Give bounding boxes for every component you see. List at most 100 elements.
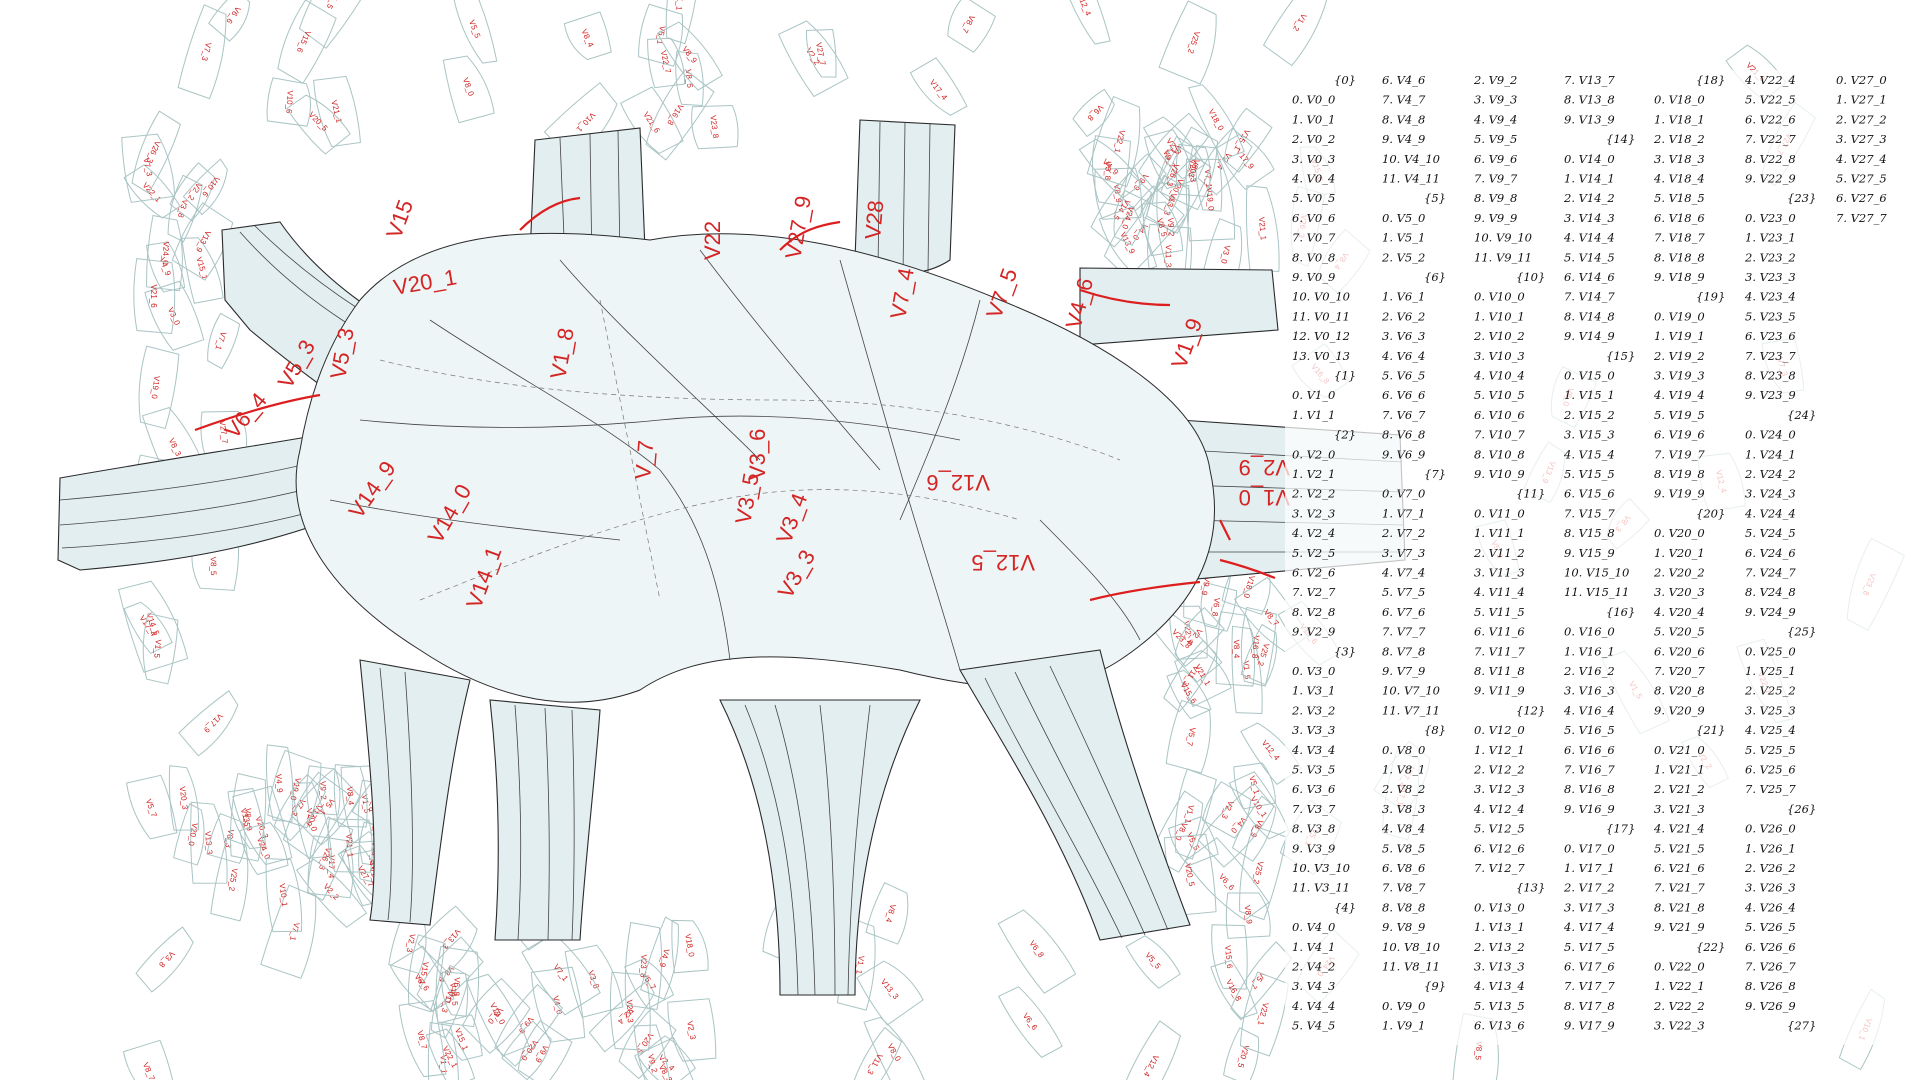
legend-item: 5. V8_5 — [1382, 841, 1425, 855]
legend-item: 9. V17_9 — [1564, 1019, 1615, 1033]
legend-item: 1. V15_1 — [1564, 388, 1615, 402]
legend-item: 4. V18_4 — [1653, 172, 1705, 186]
legend-item: 5. V27_5 — [1836, 172, 1887, 186]
legend-group-header: {17} — [1606, 822, 1635, 836]
legend-item: 5. V20_5 — [1654, 625, 1705, 639]
legend-item: 7. V15_7 — [1564, 506, 1615, 520]
legend-group-header: {20} — [1696, 506, 1725, 520]
surface-label: V12_5 — [971, 550, 1035, 575]
legend-item: 2. V6_2 — [1381, 309, 1425, 323]
legend-item: 6. V14_6 — [1564, 270, 1615, 284]
panel-label: V15_6 — [1223, 945, 1234, 969]
panel-label: V6_8 — [1210, 597, 1221, 617]
legend-item: 2. V0_2 — [1291, 132, 1335, 146]
unrolled-panel: V20_0 — [173, 803, 205, 866]
unrolled-panel: V17_4 — [307, 835, 354, 899]
legend-group-header: {4} — [1334, 900, 1356, 914]
arm-right — [1079, 267, 1279, 346]
legend-item: 2. V19_2 — [1653, 349, 1705, 363]
legend-item: 2. V18_2 — [1653, 132, 1705, 146]
legend-item: 4. V26_4 — [1744, 900, 1796, 914]
panel-label: V25_2 — [227, 868, 239, 893]
legend-item: 2. V13_2 — [1473, 940, 1525, 954]
legend-item: 11. V15_11 — [1564, 585, 1629, 599]
legend-group-header: {10} — [1516, 270, 1545, 284]
panel-label: V10_6 — [284, 90, 294, 114]
legend-item: 8. V8_8 — [1382, 900, 1425, 914]
unrolled-panel: V19_0 — [138, 345, 180, 430]
unrolled-panel: V9_2 — [306, 765, 341, 816]
legend-item: 5. V10_5 — [1474, 388, 1525, 402]
legend-item: 1. V3_1 — [1292, 684, 1335, 698]
legend-item: 7. V11_7 — [1474, 644, 1525, 658]
legend-item: 4. V17_4 — [1563, 920, 1615, 934]
legend-item: 0. V0_0 — [1292, 93, 1335, 107]
legend-group-header: {14} — [1606, 132, 1635, 146]
legend-item: 0. V7_0 — [1382, 487, 1425, 501]
legend-item: 5. V15_5 — [1564, 467, 1615, 481]
legend-item: 4. V13_4 — [1473, 979, 1525, 993]
legend-item: 8. V17_8 — [1564, 999, 1615, 1013]
legend-item: 0. V1_0 — [1292, 388, 1335, 402]
legend-item: 0. V27_0 — [1836, 73, 1887, 87]
legend-item: 6. V23_6 — [1745, 329, 1796, 343]
unrolled-panel: V4_9 — [265, 744, 294, 823]
leg-center-left — [489, 699, 601, 941]
panel-label: V9_2 — [318, 781, 328, 801]
legend-item: 3. V0_3 — [1292, 152, 1335, 166]
panel-label: V8_5 — [242, 808, 253, 828]
legend-item: 1. V17_1 — [1564, 861, 1615, 875]
legend-item: 1. V10_1 — [1474, 309, 1525, 323]
panel-label: V13_3 — [203, 831, 214, 855]
legend-item: 10. V9_10 — [1474, 231, 1532, 245]
legend-item: 7. V21_7 — [1654, 881, 1705, 895]
legend-item: 1. V7_1 — [1382, 506, 1425, 520]
legend-item: 6. V10_6 — [1474, 408, 1525, 422]
legend-item: 8. V21_8 — [1654, 900, 1705, 914]
legend-item: 0. V11_0 — [1474, 506, 1525, 520]
legend-item: 0. V9_0 — [1382, 999, 1425, 1013]
legend-item: 8. V14_8 — [1564, 309, 1615, 323]
legend-item: 2. V12_2 — [1473, 763, 1525, 777]
surface-label: V2_9 — [1239, 455, 1290, 480]
unrolled-panel: V8_4 — [333, 764, 368, 828]
unrolled-panel: V24_0 — [146, 214, 183, 292]
legend-item: 1. V24_1 — [1745, 447, 1796, 461]
legend-item: 1. V6_1 — [1382, 290, 1425, 304]
legend-item: 11. V3_11 — [1292, 881, 1350, 895]
unrolled-panel: V15_6 — [1211, 924, 1248, 990]
legend-item: 1. V13_1 — [1474, 920, 1525, 934]
legend-item: 0. V5_0 — [1382, 211, 1425, 225]
panel-label: V15_1 — [417, 961, 430, 986]
legend-item: 3. V15_3 — [1564, 428, 1615, 442]
legend-item: 9. V21_9 — [1654, 920, 1705, 934]
legend-item: 9. V14_9 — [1564, 329, 1615, 343]
legend-item: 1. V16_1 — [1564, 644, 1615, 658]
legend-item: 2. V8_2 — [1381, 782, 1425, 796]
legend-item: 0. V18_0 — [1654, 93, 1705, 107]
legend-item: 8. V19_8 — [1654, 467, 1705, 481]
legend-item: 3. V8_3 — [1382, 802, 1425, 816]
legend-item: 0. V10_0 — [1474, 290, 1525, 304]
legend-item: 4. V2_4 — [1291, 526, 1335, 540]
legend-item: 7. V16_7 — [1564, 763, 1615, 777]
unrolled-panel: V6_8 — [435, 946, 480, 1028]
legend-item: 6. V17_6 — [1564, 960, 1615, 974]
unrolled-panel: V15_1 — [407, 934, 445, 1013]
panel-label: V8_5 — [1473, 1041, 1483, 1061]
panel-label: V21_6 — [149, 285, 158, 309]
legend-item: 8. V23_8 — [1745, 369, 1796, 383]
legend-item: 9. V20_9 — [1654, 703, 1705, 717]
legend-item: 7. V22_7 — [1745, 132, 1796, 146]
panel-label: V6_8 — [452, 977, 462, 997]
legend-item: 1. V8_1 — [1382, 763, 1425, 777]
legend-item: 7. V27_7 — [1836, 211, 1887, 225]
legend-group-header: {9} — [1424, 979, 1446, 993]
unrolled-panel: V21_6 — [133, 258, 176, 335]
legend-item: 7. V25_7 — [1745, 782, 1796, 796]
legend-item: 9. V9_9 — [1474, 211, 1517, 225]
legend-group-header: {27} — [1787, 1019, 1816, 1033]
panel-label: V20_3 — [1188, 159, 1197, 183]
legend-item: 5. V7_5 — [1382, 585, 1425, 599]
